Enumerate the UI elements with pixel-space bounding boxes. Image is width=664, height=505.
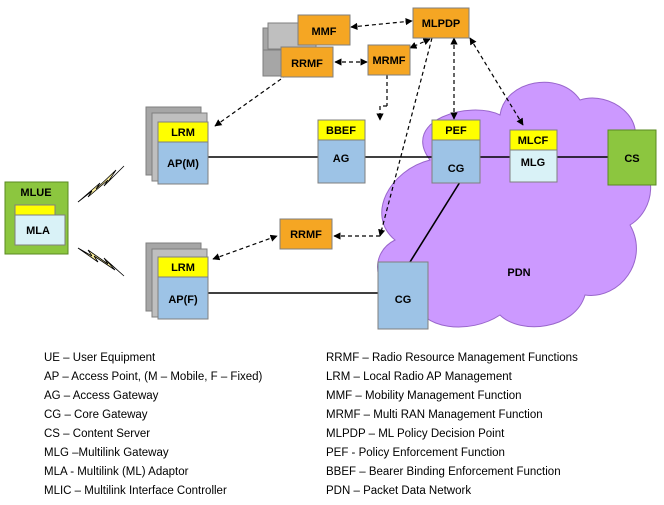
lrm-top-label: LRM <box>171 127 195 139</box>
wireless-link-icon <box>77 165 125 277</box>
legend-item: PEF - Policy Enforcement Function <box>326 447 505 459</box>
rrmf-bottom-label: RRMF <box>290 229 322 241</box>
legend-right: RRMF – Radio Resource Management Functio… <box>326 349 578 501</box>
legend-item: LRM – Local Radio AP Management <box>326 371 512 383</box>
rrmf-top-node: RRMF <box>262 46 334 78</box>
legend-item: BBEF – Bearer Binding Enforcement Functi… <box>326 466 561 478</box>
cg-bottom-node: CG <box>377 261 429 330</box>
legend-item: MLIC – Multilink Interface Controller <box>44 485 227 497</box>
bbef-label: BBEF <box>326 125 356 137</box>
ap-m-node: LRM AP(M) <box>145 106 209 185</box>
legend-item: MLA - Multilink (ML) Adaptor <box>44 466 189 478</box>
legend-item: CS – Content Server <box>44 428 151 440</box>
mlpdp-node: MLPDP <box>412 7 470 39</box>
legend-item: AG – Access Gateway <box>44 390 159 402</box>
cg-top-label: CG <box>448 163 465 175</box>
pdn-label: PDN <box>507 267 530 279</box>
mlg-label: MLG <box>521 157 545 169</box>
legend-left: UE – User Equipment AP – Access Point, (… <box>44 349 262 501</box>
mlpdp-label: MLPDP <box>422 18 461 30</box>
cg-bottom-label: CG <box>395 294 412 306</box>
legend-item: MRMF – Multi RAN Management Function <box>326 409 543 421</box>
ap-f-node: LRM AP(F) <box>145 242 209 320</box>
ap-m-label: AP(M) <box>167 158 199 170</box>
connection-lines <box>205 156 608 294</box>
mlue-node: MLUE MLA <box>4 181 69 255</box>
cs-node: CS <box>607 129 657 186</box>
cg-top-node: PEF CG <box>431 119 481 184</box>
network-architecture-diagram: PDN MMF RRMF MRMF <box>4 7 657 330</box>
legend-item: PDN – Packet Data Network <box>326 485 472 497</box>
rrmf-top-label: RRMF <box>291 58 323 70</box>
mmf-label: MMF <box>311 26 336 38</box>
ag-node: BBEF AG <box>317 119 366 184</box>
lrm-bottom-label: LRM <box>171 262 195 274</box>
legend-item: RRMF – Radio Resource Management Functio… <box>326 352 578 364</box>
mlg-node: MLCF MLG <box>509 129 558 183</box>
legend-item: MLG –Multilink Gateway <box>44 447 169 459</box>
legend-item: MMF – Mobility Management Function <box>326 390 522 402</box>
legend-item: UE – User Equipment <box>44 352 156 364</box>
ag-label: AG <box>333 153 350 165</box>
legend-item: MLPDP – ML Policy Decision Point <box>326 428 505 440</box>
cs-label: CS <box>624 153 639 165</box>
mla-label: MLA <box>26 225 50 237</box>
mlue-label: MLUE <box>20 187 51 199</box>
pef-label: PEF <box>445 125 467 137</box>
mlcf-label: MLCF <box>518 135 549 147</box>
rrmf-bottom-node: RRMF <box>279 218 333 250</box>
mrmf-label: MRMF <box>373 55 406 67</box>
legend-item: CG – Core Gateway <box>44 409 148 421</box>
mrmf-node: MRMF <box>367 44 411 76</box>
ap-f-label: AP(F) <box>168 294 198 306</box>
legend-item: AP – Access Point, (M – Mobile, F – Fixe… <box>44 371 263 383</box>
